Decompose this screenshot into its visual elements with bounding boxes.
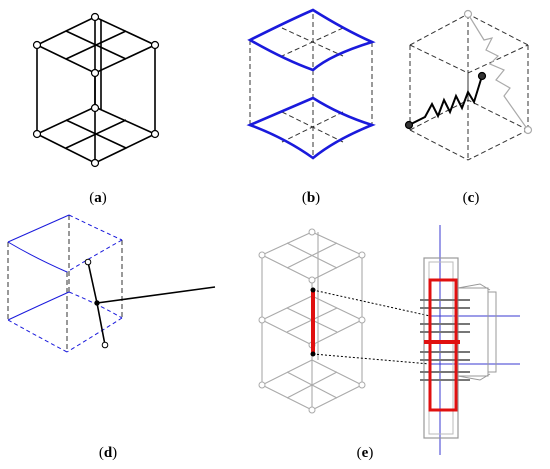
panel-e-red-member <box>310 287 316 357</box>
caption-b: (b) <box>301 190 321 206</box>
panel-c-spring <box>408 75 483 126</box>
caption-d: (d) <box>98 445 118 461</box>
panel-e-nodes <box>258 228 366 414</box>
panel-a-nodes <box>32 12 160 168</box>
caption-c: (c) <box>462 190 480 206</box>
panel-b-blue-panels <box>246 8 376 160</box>
panel-d-nodes <box>84 258 109 349</box>
panel-e-joint-detail <box>420 225 520 455</box>
panel-d-dashed-frame <box>7 215 123 352</box>
panel-d-blue-panels <box>7 214 123 353</box>
panel-d-link <box>87 261 216 346</box>
caption-e: (e) <box>356 445 374 461</box>
caption-a: (a) <box>89 190 107 206</box>
panel-e-leader-lines <box>312 289 431 365</box>
panel-a-diagram <box>36 16 156 164</box>
panel-c-nodes <box>404 9 533 135</box>
panel-c-dashed-frame <box>409 13 529 161</box>
panel-b-dashed-frame <box>249 14 373 158</box>
panel-c-gray-spring <box>467 13 529 131</box>
